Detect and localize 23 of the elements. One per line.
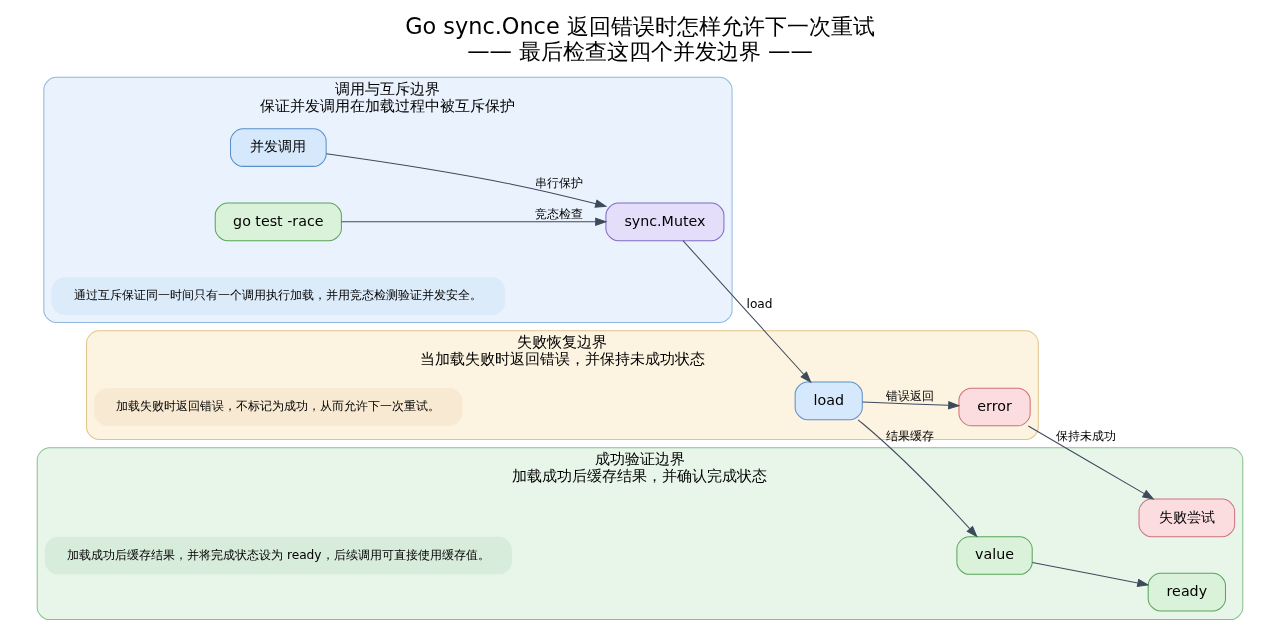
edge-label: 结果缓存 [885,429,934,444]
node-box: sync.Mutex [605,202,725,242]
node-box: go test -race [214,202,342,242]
arrow [862,401,961,410]
node-box: 并发调用 [230,128,327,167]
arrow [857,419,978,538]
edge-label: 竞态检查 [534,207,583,222]
diagram-title: Go sync.Once 返回错误时怎样允许下一次重试 [405,13,875,40]
node-box: 失败尝试 [1138,498,1236,538]
arrow [341,217,608,227]
arrow [325,153,608,208]
edge-label: load [746,296,773,311]
arrow [1031,562,1150,588]
node-box: error [958,387,1031,427]
arrow [682,240,812,384]
node-box: load [794,381,863,421]
edge-label: 错误返回 [885,389,934,404]
caption: —— 最后检查这四个并发边界 —— [467,37,813,64]
node-box: ready [1147,572,1226,612]
edge-label: 保持未成功 [1055,429,1116,444]
arrow [1027,425,1155,500]
node-box: value [956,536,1033,575]
edge-label: 串行保护 [534,175,583,190]
